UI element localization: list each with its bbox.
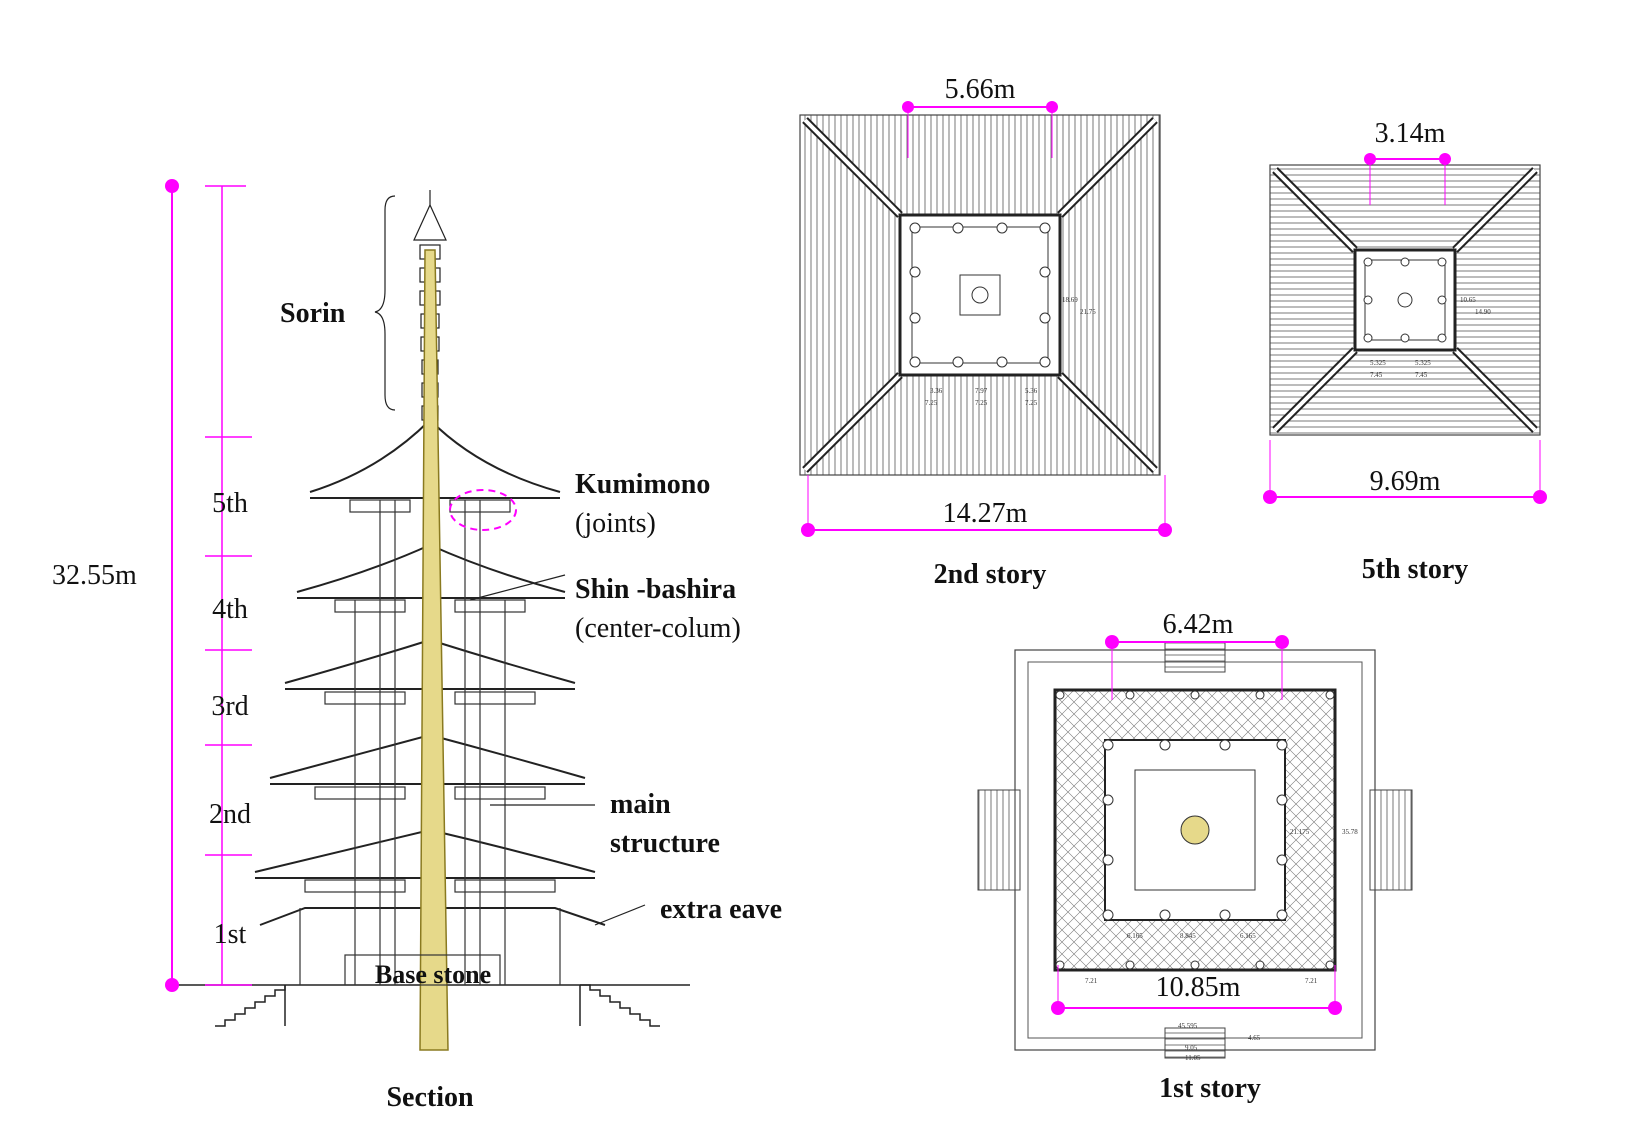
kumimono-label: Kumimono [575,469,710,500]
kumimono-highlight [449,489,517,531]
height-dimension-label: 32.55m [52,560,137,591]
plan-5th-fine-dim: 14.90 [1475,308,1491,316]
plan-1st-fine-dim: 8.845 [1180,932,1196,940]
plan-2nd-fine-dim: 18.69 [1062,296,1078,304]
plan-2nd-fine-dim: 7.25 [925,399,938,407]
shin-bashira-column [419,249,449,1051]
plan-2nd-fine-dim: 7.25 [975,399,988,407]
plan-5th-fine-dim: 5.325 [1370,359,1386,367]
plan-1st-story [977,635,1413,1059]
main-structure-label-2: structure [610,828,720,859]
kumimono-sub-label: (joints) [575,508,656,539]
plan-2nd-caption: 2nd story [934,559,1047,590]
section-caption: Section [386,1082,474,1113]
story-label-3rd: 3rd [211,691,248,722]
plan-2nd-fine-dim: 7.25 [1025,399,1038,407]
plan-5th-fine-dim: 7.45 [1415,371,1428,379]
story-label-2nd: 2nd [209,799,251,830]
plan-1st-fine-dim: 11.05 [1185,1054,1201,1062]
shin-bashira-label: Shin -bashira [575,574,736,605]
base-stone [344,954,501,986]
sorin-label: Sorin [280,298,346,329]
plan-5th-top-dim: 3.14m [1375,118,1446,149]
plan-2nd-fine-dim: 3.36 [930,387,943,395]
plan-1st-caption: 1st story [1159,1073,1261,1104]
plan-5th-fine-dim: 10.65 [1460,296,1476,304]
plan-1st-fine-dim: 21.175 [1290,828,1310,836]
plan-2nd-story [799,101,1172,537]
plan-1st-fine-dim: 6.165 [1240,932,1256,940]
story-label-1st: 1st [214,919,247,950]
plan-2nd-fine-dim: 5.36 [1025,387,1038,395]
extra-eave-label: extra eave [660,894,782,925]
plan-1st-fine-dim: 7.21 [1305,977,1318,985]
plan-1st-fine-dim: 45.595 [1178,1022,1198,1030]
plan-1st-fine-dim: 9.05 [1185,1044,1198,1052]
plan-1st-fine-dim: 6.165 [1127,932,1143,940]
plan-5th-bottom-dim: 9.69m [1370,466,1441,497]
plan-5th-fine-dim: 7.45 [1370,371,1383,379]
story-label-5th: 5th [212,488,248,519]
section-height-dimension [165,179,252,992]
shin-bashira-sub-label: (center-colum) [575,613,741,644]
story-label-4th: 4th [212,594,248,625]
plan-2nd-fine-dim: 21.75 [1080,308,1096,316]
pagoda-section-drawing [170,190,690,1051]
plan-5th-story [1263,153,1547,504]
plan-2nd-bottom-dim: 14.27m [943,498,1028,529]
plan-1st-bottom-dim: 10.85m [1156,972,1241,1003]
plan-5th-fine-dim: 5.325 [1415,359,1431,367]
main-structure-label-1: main [610,789,671,820]
plan-5th-caption: 5th story [1362,554,1469,585]
plan-1st-fine-dim: 7.21 [1085,977,1098,985]
base-stone-label: Base stone [375,960,491,989]
plan-1st-top-dim: 6.42m [1163,609,1234,640]
leader-lines [374,195,646,926]
plan-2nd-top-dim: 5.66m [945,74,1016,105]
plan-1st-fine-dim: 4.65 [1248,1034,1261,1042]
kumimono-brackets [299,499,561,985]
plan-2nd-fine-dim: 7.97 [975,387,988,395]
plan-1st-fine-dim: 35.78 [1342,828,1358,836]
